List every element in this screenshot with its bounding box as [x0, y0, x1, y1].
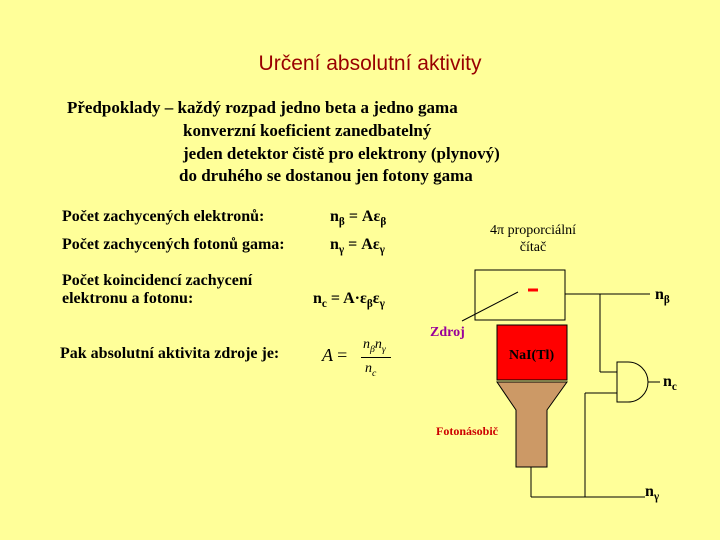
output-n-gamma: nγ [645, 483, 660, 504]
pmt-label: Fotonásobič [436, 424, 499, 438]
crystal-label: NaI(Tl) [509, 348, 555, 363]
nai-crystal [496, 324, 568, 381]
proportional-counter [474, 269, 566, 321]
activity-label: Pak absolutní aktivita zdroje je: [60, 345, 280, 362]
page-title: Určení absolutní aktivity [258, 52, 482, 75]
source-label: Zdroj [430, 325, 465, 340]
assumption-3: jeden detektor čistě pro elektrony (plyn… [183, 144, 500, 163]
source-pointer [461, 291, 519, 322]
n-gamma-equation: nγ = Aεγ [330, 236, 385, 257]
n-coincidence-equation: nc = A·εβεγ [313, 290, 385, 311]
output-n-beta: nβ [655, 286, 670, 307]
output-n-c: nc [663, 373, 677, 394]
assumption-2: konverzní koeficient zanedbatelný [183, 121, 432, 140]
electrons-label: Počet zachycených elektronů: [62, 208, 265, 225]
activity-denominator: nc [365, 361, 377, 379]
photons-label: Počet zachycených fotonů gama: [62, 236, 285, 253]
activity-numerator: nβnγ [363, 337, 386, 355]
assumption-1: Předpoklady – každý rozpad jedno beta a … [67, 98, 458, 117]
assumption-4: do druhého se dostanou jen fotony gama [179, 166, 473, 185]
coincidence-label-line2: elektronu a fotonu: [62, 290, 194, 307]
n-beta-equation: nβ = Aεβ [330, 208, 387, 229]
coincidence-gate [616, 361, 649, 403]
coincidence-label-line1: Počet koincidencí zachycení [62, 272, 253, 289]
fraction-bar [361, 357, 391, 358]
activity-formula: A = [322, 345, 347, 366]
photomultiplier [496, 381, 568, 468]
activity-equals: = [337, 345, 348, 365]
counter-label: 4π proporciální čítač [490, 223, 576, 255]
activity-symbol: A [322, 345, 333, 365]
